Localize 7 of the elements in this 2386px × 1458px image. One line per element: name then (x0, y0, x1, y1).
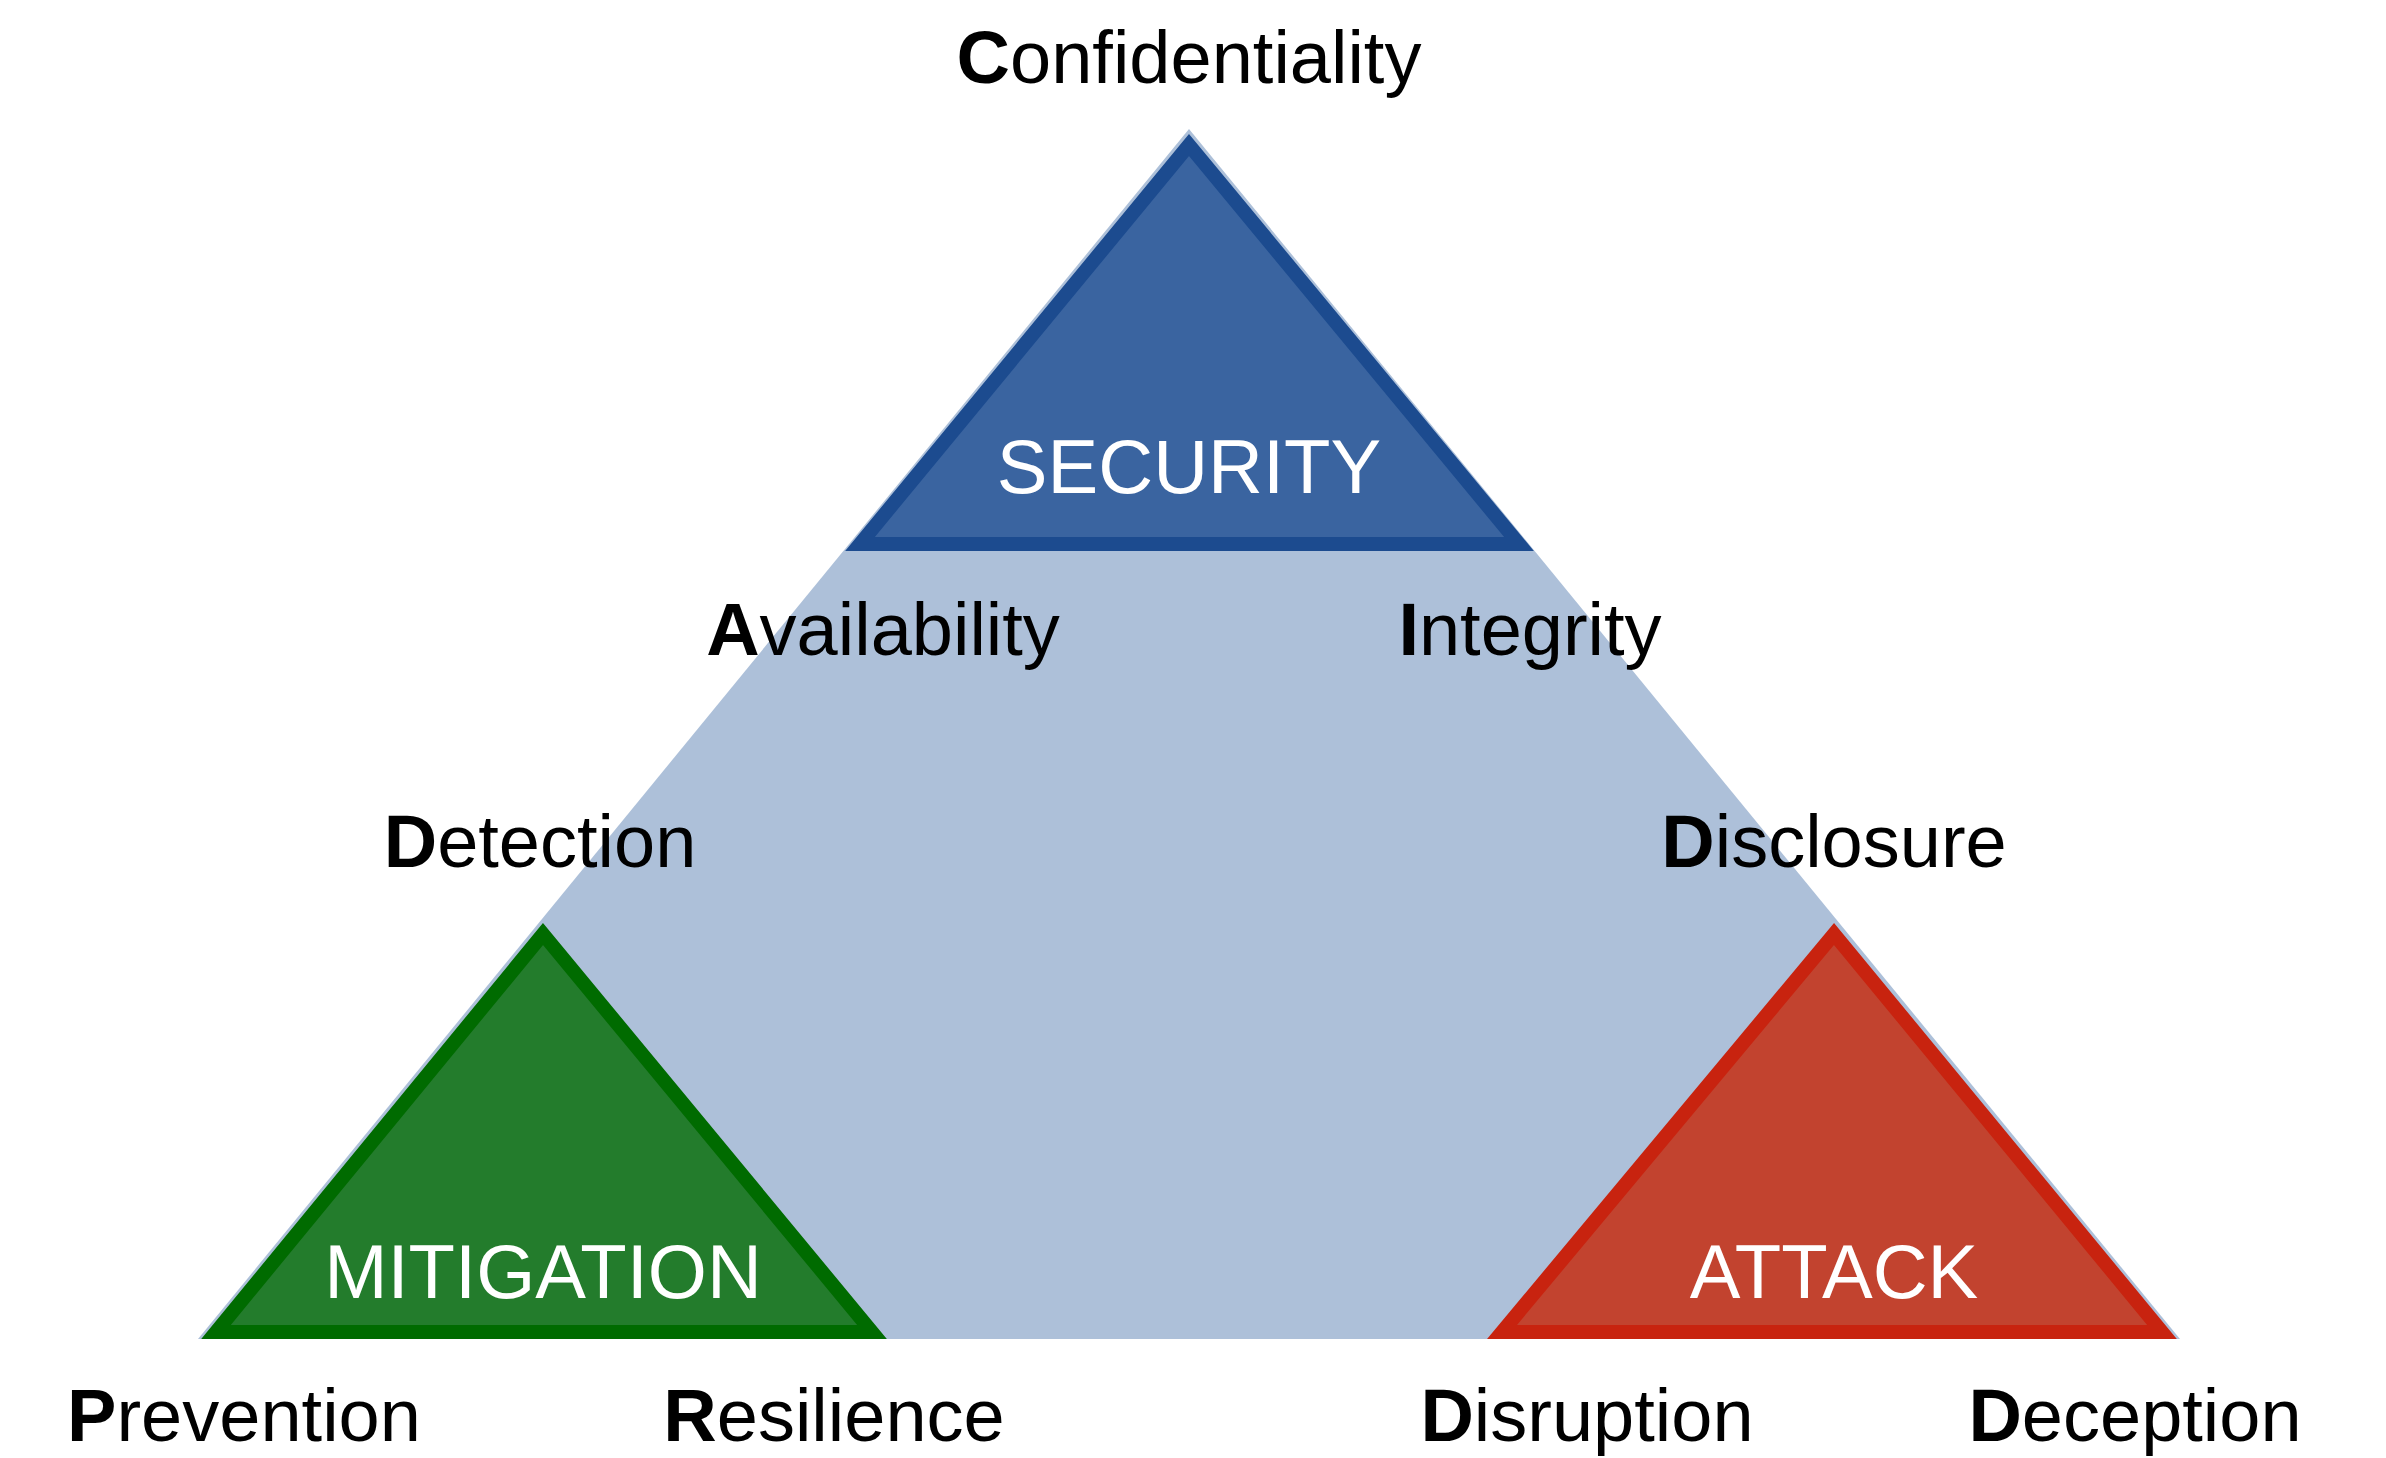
corner-label: Disclosure (1661, 805, 2007, 879)
corner-label: Resilience (663, 1379, 1005, 1453)
triangle-label: MITIGATION (324, 1233, 762, 1310)
corner-label: Detection (383, 805, 697, 879)
triangle-label: ATTACK (1689, 1233, 1979, 1310)
corner-label: Prevention (67, 1379, 421, 1453)
triangle-label: SECURITY (996, 428, 1382, 505)
